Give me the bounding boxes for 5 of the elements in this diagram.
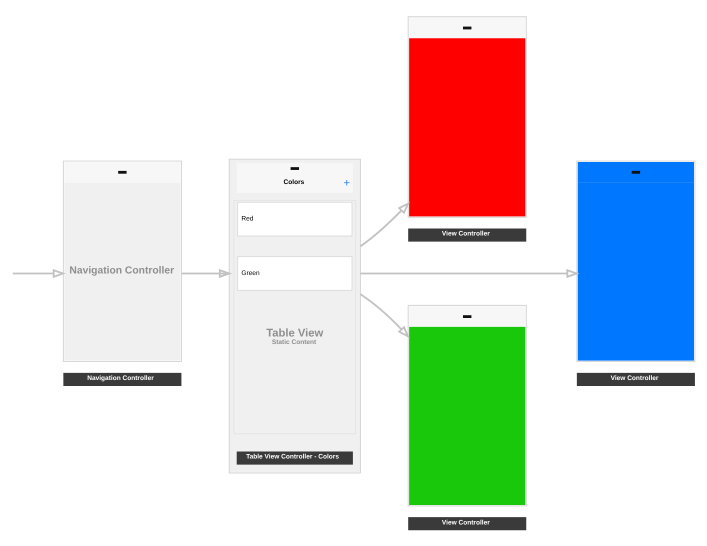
arrow <box>12 268 66 278</box>
arrow <box>182 268 232 278</box>
arrow <box>360 201 410 247</box>
arrow <box>360 268 580 278</box>
arrow <box>360 292 410 338</box>
